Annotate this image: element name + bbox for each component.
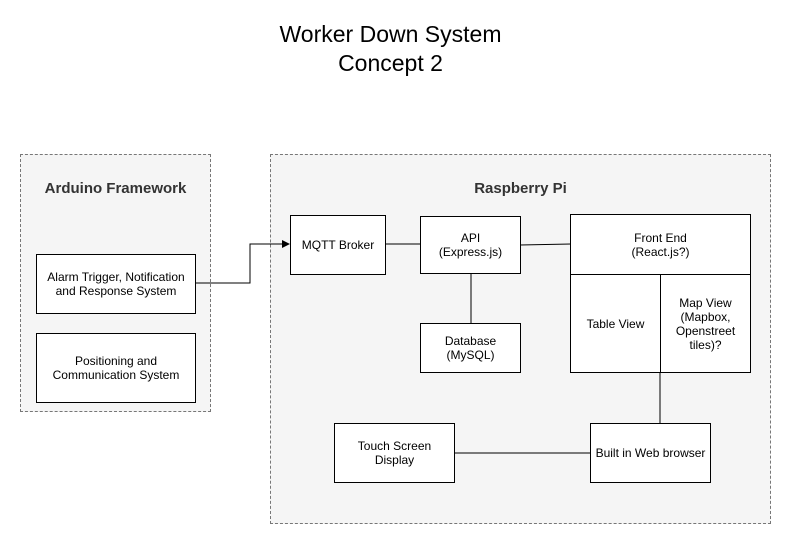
positioning-system-node: Positioning and Communication System <box>36 333 196 403</box>
edge-api-frontend <box>519 243 572 246</box>
table-view-node: Table View <box>570 274 661 373</box>
map-view-line-4: tiles)? <box>689 337 722 352</box>
alarm-trigger-line-1: Alarm Trigger, Notification <box>47 270 185 284</box>
arduino-framework-label: Arduino Framework <box>44 180 187 197</box>
title-line-2: Concept 2 <box>338 50 443 76</box>
database-node: Database (MySQL) <box>420 323 521 373</box>
map-view-node: Map View (Mapbox, Openstreet tiles)? <box>660 274 751 373</box>
web-browser-label: Built in Web browser <box>595 446 706 460</box>
front-end-line-1: Front End <box>634 230 687 245</box>
positioning-line-2: Communication System <box>52 368 180 382</box>
mqtt-broker-label: MQTT Broker <box>301 238 375 252</box>
front-end-node: Front End (React.js?) <box>570 214 751 275</box>
database-line-1: Database <box>444 334 497 348</box>
mqtt-broker-node: MQTT Broker <box>290 215 386 275</box>
built-in-web-browser-node: Built in Web browser <box>590 423 711 483</box>
api-line-1: API <box>460 231 481 245</box>
positioning-line-1: Positioning and <box>74 354 158 368</box>
api-line-2: (Express.js) <box>438 245 503 259</box>
map-view-line-2: (Mapbox, <box>680 309 731 324</box>
alarm-trigger-node: Alarm Trigger, Notification and Response… <box>36 254 196 314</box>
touch-screen-label: Touch Screen Display <box>357 439 432 467</box>
diagram-title: Worker Down System Concept 2 <box>0 20 781 78</box>
title-line-1: Worker Down System <box>279 21 502 47</box>
raspberry-pi-label: Raspberry Pi <box>474 180 567 197</box>
map-view-line-3: Openstreet <box>675 323 736 338</box>
front-end-line-2: (React.js?) <box>631 244 690 259</box>
database-line-2: (MySQL) <box>446 348 495 362</box>
touch-screen-display-node: Touch Screen Display <box>334 423 455 483</box>
arrow-alarm-to-mqtt <box>196 240 290 284</box>
alarm-trigger-line-2: and Response System <box>55 284 177 298</box>
table-view-label: Table View <box>586 316 645 331</box>
map-view-line-1: Map View <box>679 295 732 310</box>
api-node: API (Express.js) <box>420 216 521 274</box>
